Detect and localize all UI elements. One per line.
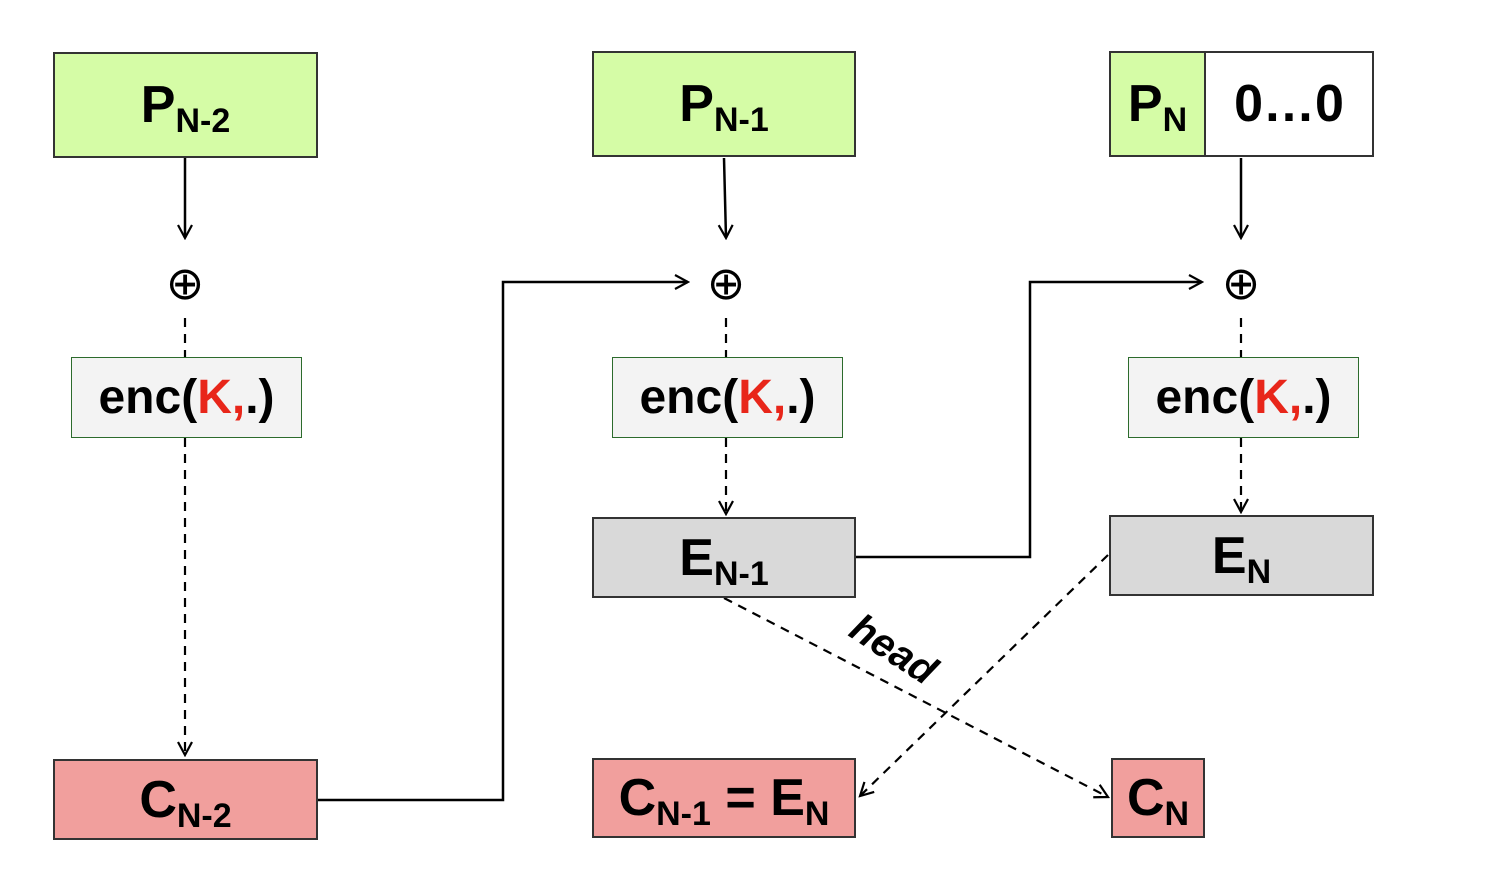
- block-subscript: N: [1162, 101, 1188, 139]
- block-main: P: [140, 76, 176, 134]
- dash-en-to-cn1: [860, 554, 1109, 796]
- dash-en1-head-to-cn: [723, 597, 1108, 797]
- encrypt-box-3: enc(K,.): [1128, 357, 1359, 438]
- block-main: P: [679, 75, 714, 133]
- xor-symbol-3: ⊕: [1221, 256, 1261, 310]
- encrypt-box-1: enc(K,.): [71, 357, 302, 438]
- block-main: E: [679, 528, 714, 587]
- block-main-right: E: [770, 769, 805, 827]
- block-subscript: N-1: [713, 554, 769, 593]
- arrow-en1-to-xor3: [856, 282, 1202, 559]
- block-main: P: [1127, 75, 1163, 133]
- encrypt-box-2: enc(K,.): [612, 357, 843, 438]
- padding-label: 0…0: [1234, 75, 1344, 133]
- block-subscript-right: N: [804, 795, 830, 833]
- block-subscript: N-2: [175, 102, 231, 140]
- enc-prefix: enc(: [98, 370, 198, 424]
- block-main: C: [618, 769, 657, 827]
- block-subscript: N-1: [713, 101, 769, 139]
- enc-key: K,: [738, 370, 787, 424]
- zero-padding-block: 0…0: [1204, 51, 1374, 157]
- block-subscript: N: [1164, 795, 1190, 833]
- block-main: C: [139, 770, 177, 829]
- enc-prefix: enc(: [1155, 370, 1255, 424]
- equals-sign: =: [710, 769, 771, 827]
- block-main: E: [1211, 526, 1247, 585]
- xor-symbol-1: ⊕: [165, 256, 205, 310]
- block-subscript: N-2: [176, 796, 232, 835]
- enc-suffix: .): [245, 370, 275, 424]
- enc-key: K,: [1254, 370, 1303, 424]
- block-subscript: N-1: [656, 795, 711, 833]
- enc-suffix: .): [786, 370, 816, 424]
- enc-key: K,: [197, 370, 246, 424]
- xor-symbol-2: ⊕: [706, 256, 746, 310]
- block-subscript: N: [1246, 552, 1272, 591]
- arrow-pn1-to-xor2: [724, 157, 726, 238]
- enc-prefix: enc(: [639, 370, 739, 424]
- enc-suffix: .): [1302, 370, 1332, 424]
- block-main: C: [1126, 769, 1165, 827]
- arrow-cn2-to-xor2: [318, 282, 688, 802]
